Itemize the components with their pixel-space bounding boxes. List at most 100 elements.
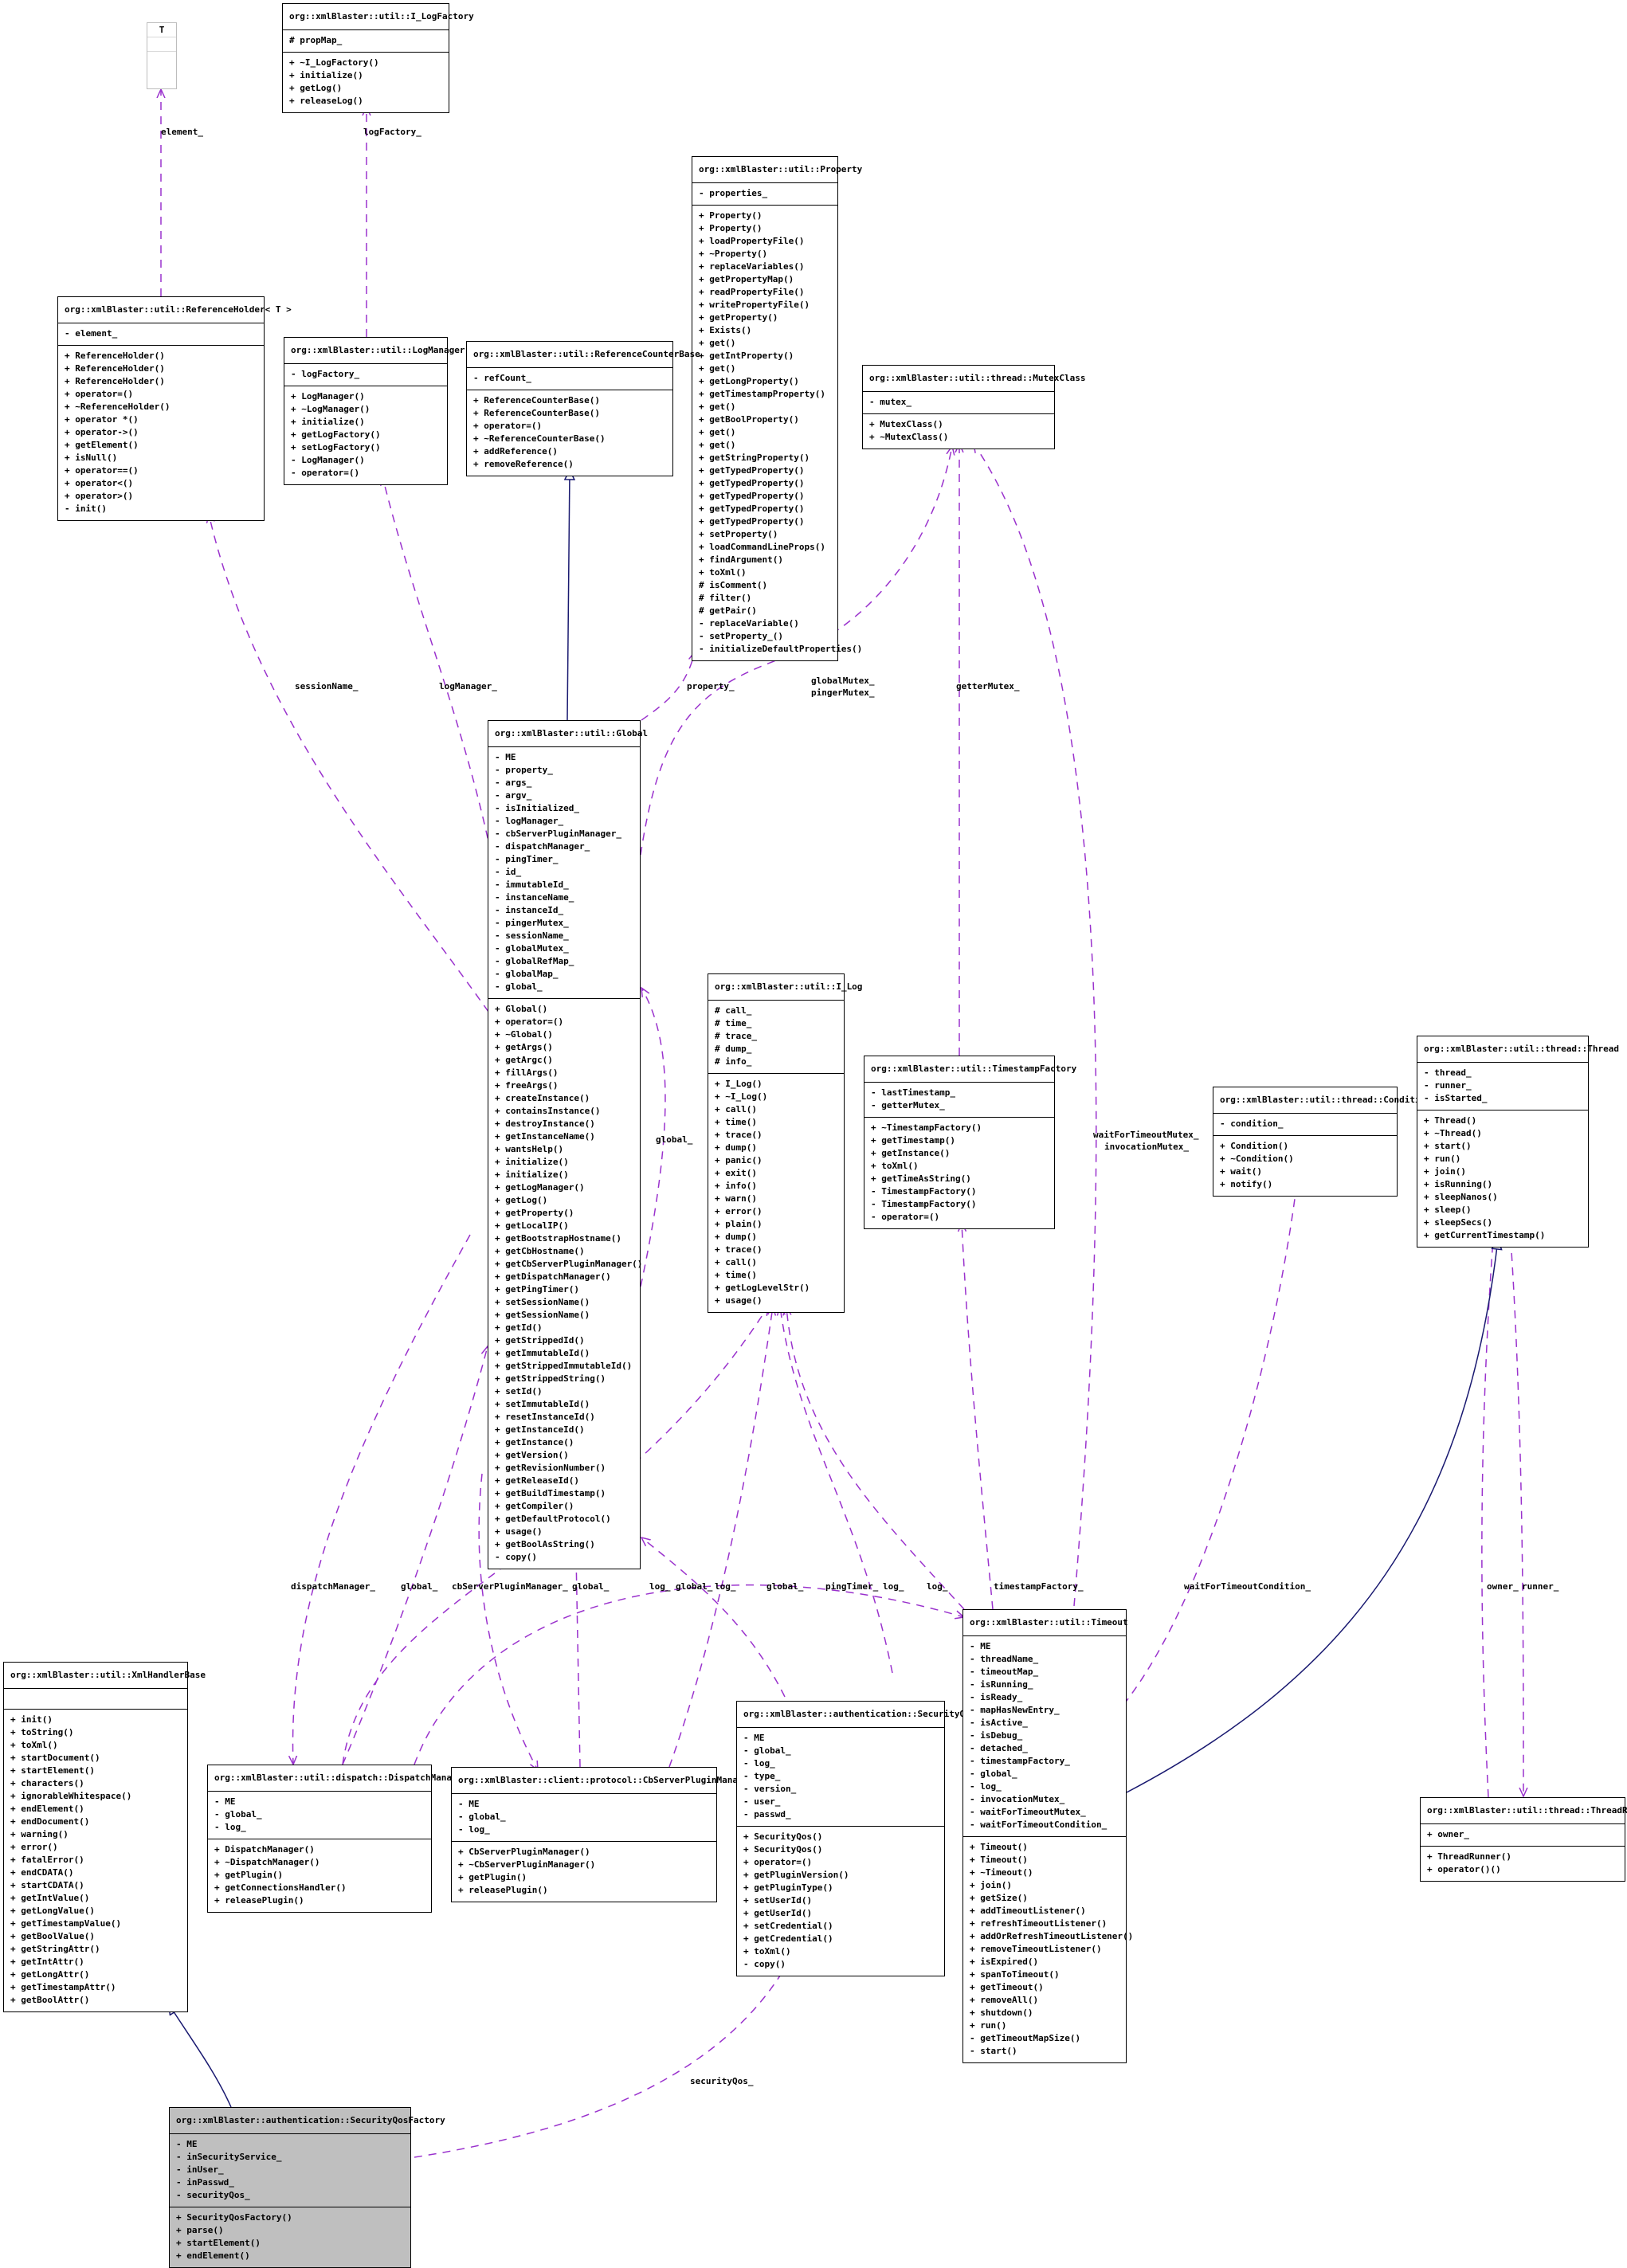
class-property[interactable]: org::xmlBlaster::util::Property- propert…: [692, 156, 862, 661]
class-cbserverpluginmanager[interactable]: org::xmlBlaster::client::protocol::CbSer…: [451, 1767, 754, 1902]
method: + getArgc(): [495, 1055, 553, 1065]
method: + getStrippedId(): [495, 1335, 585, 1346]
method: + operator *(): [65, 414, 139, 425]
attribute: - runner_: [1424, 1080, 1472, 1091]
method: + releasePlugin(): [214, 1895, 304, 1906]
edge-global-dm: [342, 1346, 488, 1765]
method: + time(): [715, 1270, 757, 1280]
class-title: org::xmlBlaster::util::ReferenceCounterB…: [467, 342, 700, 368]
attribute: + owner_: [1427, 1829, 1469, 1839]
method: + getProperty(): [699, 312, 778, 323]
class-referencecounterbase[interactable]: org::xmlBlaster::util::ReferenceCounterB…: [466, 341, 700, 476]
method: + getReleaseId(): [495, 1475, 579, 1486]
attribute-compartment: - ME- global_- log_- type_- version_- us…: [737, 1728, 944, 1827]
class-i-logfactory[interactable]: org::xmlBlaster::util::I_LogFactory# pro…: [282, 3, 474, 113]
class-mutexclass[interactable]: org::xmlBlaster::util::thread::MutexClas…: [862, 365, 1086, 449]
class-title: org::xmlBlaster::client::protocol::CbSer…: [452, 1768, 754, 1794]
method: + toXml(): [10, 1740, 58, 1750]
attribute: - log_: [214, 1822, 246, 1832]
method: + ~MutexClass(): [869, 432, 949, 442]
method: + isRunning(): [1424, 1179, 1493, 1189]
method: + getLocalIP(): [495, 1220, 569, 1231]
method-compartment: + ThreadRunner()+ operator()(): [1421, 1847, 1625, 1881]
method: + error(): [715, 1206, 763, 1216]
class-condition[interactable]: org::xmlBlaster::util::thread::Condition…: [1213, 1087, 1431, 1197]
class-logmanager[interactable]: org::xmlBlaster::util::LogManager- logFa…: [284, 337, 465, 485]
class-title: org::xmlBlaster::util::thread::MutexClas…: [863, 366, 1086, 392]
method: + shutdown(): [970, 2008, 1033, 2018]
class-securityqos[interactable]: org::xmlBlaster::authentication::Securit…: [736, 1701, 975, 1976]
method: + run(): [970, 2020, 1007, 2031]
attribute: - thread_: [1424, 1067, 1472, 1078]
attribute-compartment: # propMap_: [283, 30, 449, 53]
class-timestampfactory[interactable]: org::xmlBlaster::util::TimestampFactory-…: [864, 1056, 1076, 1229]
method: + refreshTimeoutListener(): [970, 1918, 1108, 1929]
method: + getPingTimer(): [495, 1284, 579, 1295]
method: + getCredential(): [743, 1933, 833, 1944]
method: + getStringProperty(): [699, 452, 810, 463]
method: # filter(): [699, 593, 752, 603]
attribute: - mapHasNewEntry_: [970, 1705, 1060, 1715]
method: + endCDATA(): [10, 1867, 74, 1878]
method: - setProperty_(): [699, 631, 783, 641]
class-dispatchmanager[interactable]: org::xmlBlaster::util::dispatch::Dispatc…: [207, 1765, 468, 1913]
attribute: # propMap_: [289, 35, 343, 45]
method: + get(): [699, 402, 736, 412]
method: + getStrippedImmutableId(): [495, 1361, 633, 1371]
method: + exit(): [715, 1168, 757, 1178]
class-referenceholder[interactable]: org::xmlBlaster::util::ReferenceHolder< …: [57, 296, 292, 521]
attribute: - detached_: [970, 1743, 1028, 1753]
method-compartment: + init()+ toString()+ toXml()+ startDocu…: [4, 1710, 187, 2011]
edge-label-cbserverpluginmanager: cbServerPluginManager_: [452, 1581, 568, 1592]
edge-timestampfactory: [962, 1223, 994, 1610]
method: + getImmutableId(): [495, 1348, 590, 1358]
class-threadrunner[interactable]: org::xmlBlaster::util::thread::ThreadRun…: [1420, 1797, 1627, 1882]
attribute: - isDebug_: [970, 1730, 1023, 1741]
edge-label-runner: runner_: [1522, 1581, 1559, 1592]
method: + containsInstance(): [495, 1106, 601, 1116]
method: + LogManager(): [291, 391, 365, 402]
class-securityqosfactory[interactable]: org::xmlBlaster::authentication::Securit…: [169, 2107, 445, 2268]
class-global[interactable]: org::xmlBlaster::util::Global- ME- prope…: [488, 720, 648, 1569]
class-title: org::xmlBlaster::util::XmlHandlerBase: [4, 1663, 206, 1689]
method: + getArgs(): [495, 1042, 553, 1052]
class-i-log[interactable]: org::xmlBlaster::util::I_Log# call_# tim…: [708, 973, 862, 1313]
attribute-compartment: + owner_: [1421, 1824, 1625, 1847]
method: + setUserId(): [743, 1895, 813, 1906]
method: + ~ReferenceHolder(): [65, 402, 171, 412]
method: + operator()(): [1427, 1864, 1501, 1874]
attribute: # trace_: [715, 1031, 757, 1041]
attribute: # info_: [715, 1056, 752, 1067]
method: + operator==(): [65, 465, 139, 476]
edge-label-global-sq: global_: [766, 1581, 804, 1592]
class-xmlhandlerbase[interactable]: org::xmlBlaster::util::XmlHandlerBase+ i…: [3, 1662, 206, 2012]
method: + ReferenceHolder(): [65, 376, 165, 386]
method: + Condition(): [1220, 1141, 1289, 1151]
method: + ignorableWhitespace(): [10, 1791, 132, 1801]
edge-waitmutex: [974, 444, 1097, 1607]
attribute-compartment: - properties_: [692, 183, 837, 206]
method: + initialize(): [495, 1157, 569, 1167]
method: + ~DispatchManager(): [214, 1857, 320, 1867]
method-compartment: + CbServerPluginManager()+ ~CbServerPlug…: [452, 1842, 716, 1902]
method: + getUserId(): [743, 1908, 813, 1918]
attribute: - ME: [176, 2139, 198, 2149]
attribute-compartment: # call_# time_# trace_# dump_# info_: [708, 1001, 844, 1074]
class-timeout[interactable]: org::xmlBlaster::util::Timeout- ME- thre…: [962, 1609, 1133, 2063]
method: + getTimestamp(): [871, 1135, 955, 1146]
method: + replaceVariables(): [699, 261, 805, 272]
edge-label-securityqos: securityQos_: [690, 2076, 754, 2086]
attribute: - args_: [495, 778, 532, 788]
method-compartment: + SecurityQos()+ SecurityQos()+ operator…: [737, 1827, 944, 1976]
method: + usage(): [715, 1295, 763, 1306]
class-thread[interactable]: org::xmlBlaster::util::thread::Thread- t…: [1417, 1036, 1619, 1248]
method: + startElement(): [10, 1765, 95, 1776]
method: + getPropertyMap(): [699, 274, 794, 284]
method: + getLogLevelStr(): [715, 1283, 810, 1293]
attribute: - ME: [214, 1796, 236, 1807]
method: + removeTimeoutListener(): [970, 1944, 1102, 1954]
method: + getLongProperty(): [699, 376, 799, 386]
attribute: - timeoutMap_: [970, 1667, 1039, 1677]
method: + DispatchManager(): [214, 1844, 315, 1855]
